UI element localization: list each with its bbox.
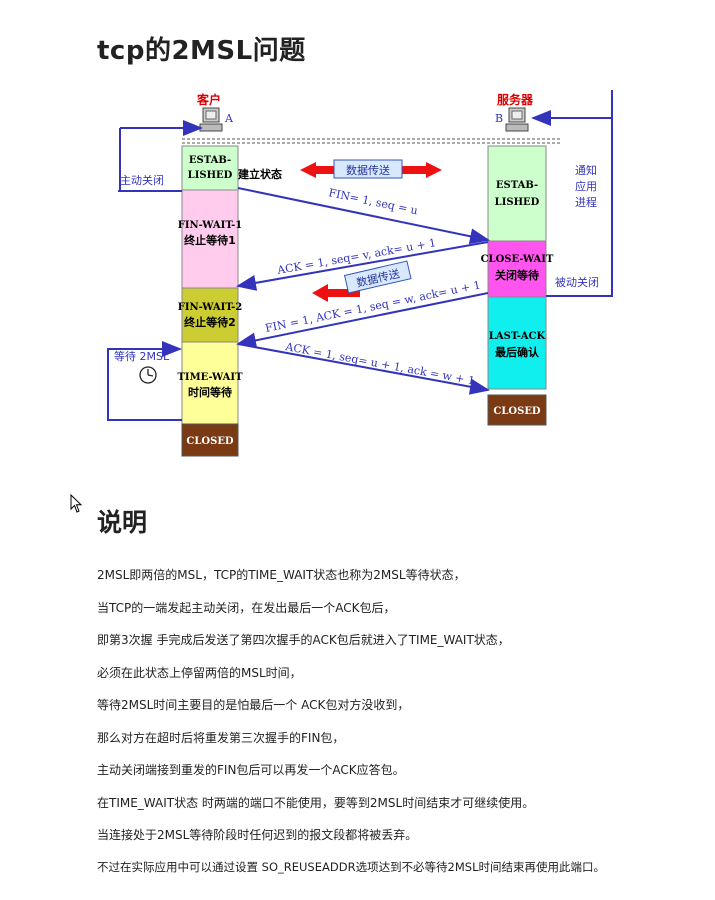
client-fin-wait-1-line2: 终止等待1 <box>184 233 236 247</box>
notify-app-line1: 通知 <box>575 163 597 177</box>
paragraph: 当TCP的一端发起主动关闭，在发出最后一个ACK包后， <box>97 601 396 615</box>
ack2-arrow <box>237 343 490 395</box>
client-computer-icon <box>199 107 223 132</box>
fin2-arrow <box>236 292 489 349</box>
clock-icon <box>139 366 157 384</box>
server-closed-label: CLOSED <box>493 406 541 417</box>
client-time-wait-line1: TIME-WAIT <box>177 372 243 383</box>
client-time-wait-box <box>181 341 239 425</box>
paragraph: 不过在实际应用中可以通过设置 SO_REUSEADDR选项达到不必等待2MSL时… <box>97 860 606 874</box>
client-fin-wait-2-line1: FIN-WAIT-2 <box>178 302 242 313</box>
active-close-label: 主动关闭 <box>120 173 164 187</box>
server-established-box <box>487 145 547 242</box>
paragraph: 必须在此状态上停留两倍的MSL时间， <box>97 666 302 680</box>
section-heading: 说明 <box>97 508 148 537</box>
notify-app-line2: 应用 <box>575 179 597 193</box>
server-last-ack-line1: LAST-ACK <box>489 331 546 342</box>
notify-app-line3: 进程 <box>575 196 597 209</box>
client-label: 客户 <box>196 92 221 107</box>
server-letter: B <box>495 112 503 125</box>
server-established-line2: LISHED <box>495 197 540 208</box>
ack1-label: ACK = 1, seq= v, ack= u + 1 <box>275 236 437 277</box>
server-label: 服务器 <box>497 92 534 107</box>
tcp-2msl-diagram: 客户 服务器 A B ESTAB- LISHED 建立状态 FIN-WAIT-1… <box>107 90 613 457</box>
server-close-wait-line1: CLOSE-WAIT <box>481 254 554 265</box>
server-computer-icon <box>505 107 529 132</box>
client-established-box <box>181 145 239 191</box>
passive-close-label: 被动关闭 <box>555 275 599 289</box>
client-established-cn: 建立状态 <box>238 167 282 181</box>
client-established-line1: ESTAB- <box>189 155 231 166</box>
page-title: tcp的2MSL问题 <box>97 36 306 66</box>
paragraph: 即第3次握 手完成后发送了第四次握手的ACK包后就进入了TIME_WAIT状态， <box>97 633 510 647</box>
paragraph: 主动关闭端接到重发的FIN包后可以再发一个ACK应答包。 <box>97 763 405 777</box>
client-closed-label: CLOSED <box>186 436 234 447</box>
paragraph: 在TIME_WAIT状态 时两端的端口不能使用，要等到2MSL时间结束才可继续使… <box>97 796 535 810</box>
client-time-wait-line2: 时间等待 <box>188 385 232 399</box>
client-fin-wait-2-box <box>181 287 239 343</box>
server-close-wait-line2: 关闭等待 <box>495 268 539 282</box>
client-fin-wait-1-line1: FIN-WAIT-1 <box>178 220 242 231</box>
wait-2msl-label: 等待 2MSL <box>114 349 170 363</box>
client-letter: A <box>224 112 234 125</box>
client-fin-wait-2-line2: 终止等待2 <box>184 315 236 329</box>
paragraph: 等待2MSL时间主要目的是怕最后一个 ACK包对方没收到， <box>97 698 410 712</box>
data-transfer-label-1: 数据传送 <box>346 163 390 177</box>
mouse-cursor-icon <box>70 494 83 513</box>
client-fin-wait-1-box <box>181 189 239 289</box>
server-last-ack-line2: 最后确认 <box>495 345 540 359</box>
fin1-arrow <box>237 187 490 245</box>
client-established-line2: LISHED <box>188 170 233 181</box>
data-transfer-arrow-2 <box>312 284 360 302</box>
paragraph: 当连接处于2MSL等待阶段时任何迟到的报文段都将被丢弃。 <box>97 828 418 842</box>
ack1-arrow <box>236 241 489 291</box>
ack2-label: ACK = 1, seq= u + 1, ack = w + 1 <box>283 340 475 388</box>
server-closed-box <box>487 394 547 426</box>
wait-2msl-arrow <box>107 341 182 421</box>
paragraph: 2MSL即两倍的MSL，TCP的TIME_WAIT状态也称为2MSL等待状态， <box>97 568 466 582</box>
client-closed-box <box>181 423 239 457</box>
server-established-line1: ESTAB- <box>496 180 538 191</box>
fin1-label: FIN= 1, seq = u <box>327 186 419 217</box>
paragraph: 那么对方在超时后将重发第三次握手的FIN包， <box>97 731 345 745</box>
server-last-ack-box <box>487 296 547 390</box>
passive-close-arrow <box>531 90 613 297</box>
